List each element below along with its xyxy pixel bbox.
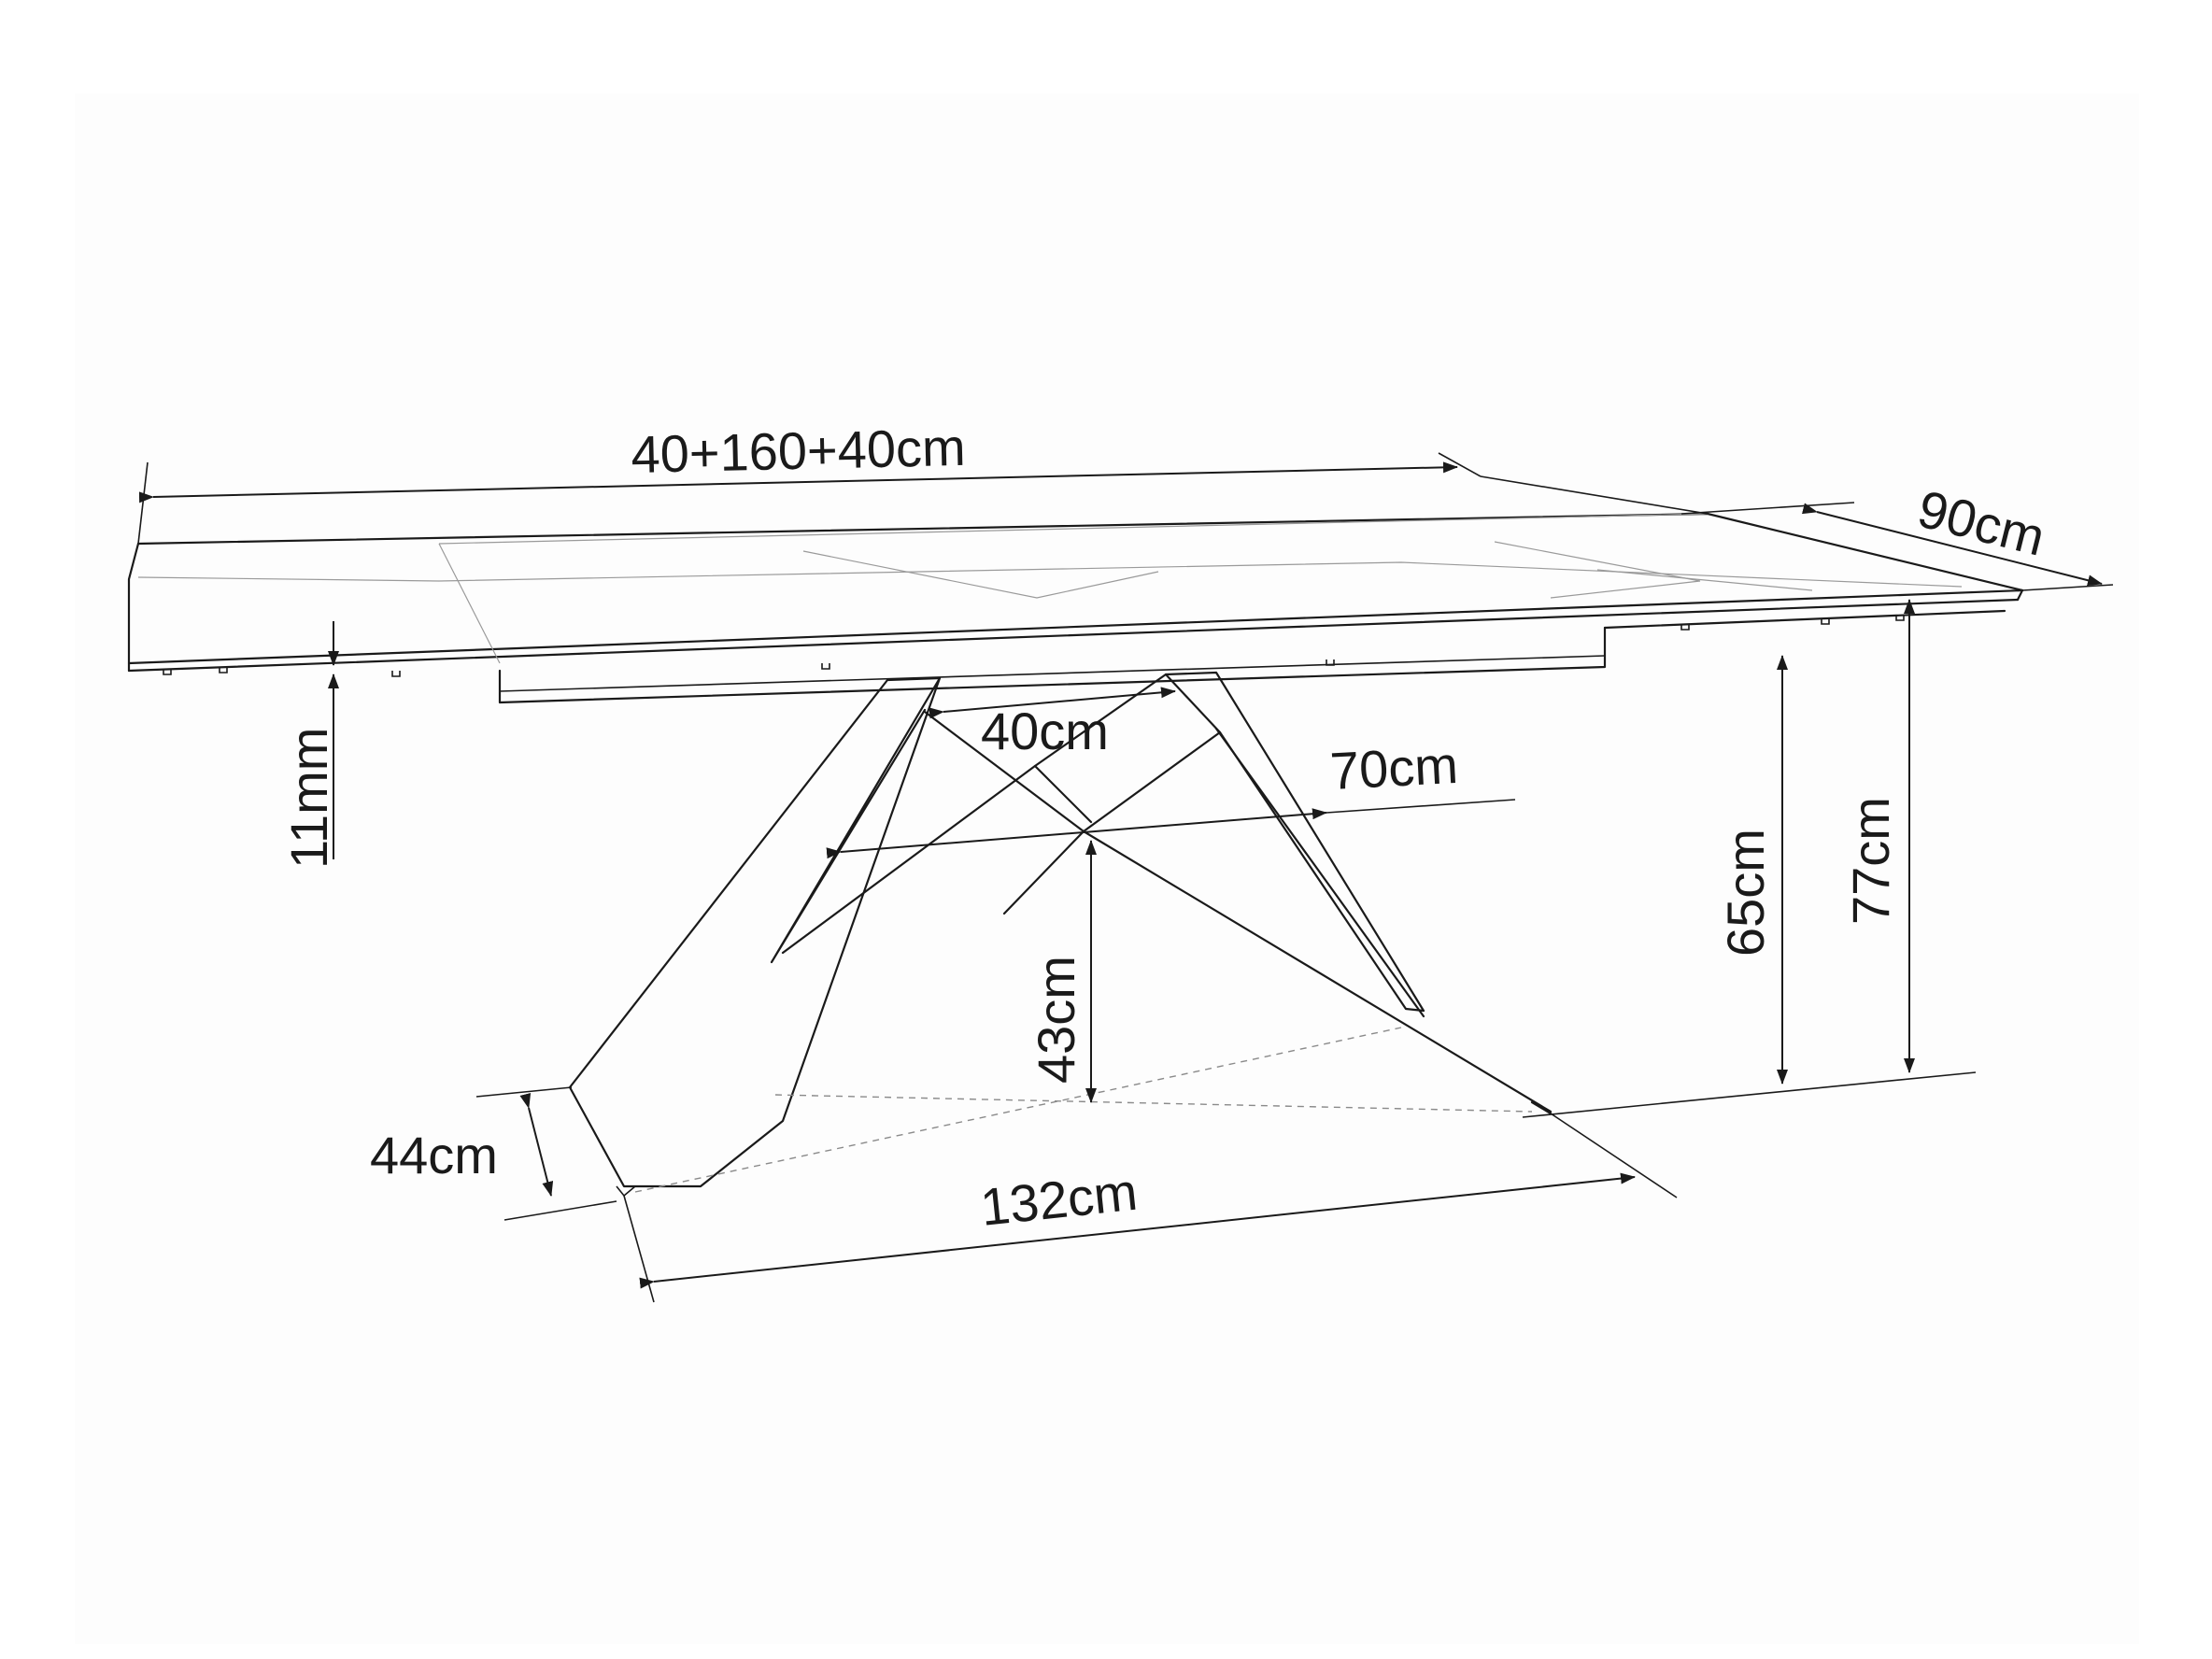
foot-depth-label: 44cm [370,1126,498,1184]
leg-span-top-label: 40cm [981,702,1109,760]
leg-span-mid-label: 70cm [1328,735,1459,801]
cross-height-label: 43cm [1027,956,1085,1084]
total-length-label: 40+160+40cm [631,418,966,484]
height-under-frame-label: 65cm [1716,829,1775,957]
top-thickness-label: 11mm [279,728,338,869]
dimension-lines [137,452,2114,1303]
total-height-label: 77cm [1841,797,1900,925]
drawing-frame [75,93,2139,1644]
dimension-labels: 40+160+40cm 90cm 11mm 40cm 70cm 65cm 77c… [279,418,2050,1237]
table-top [127,512,2024,704]
